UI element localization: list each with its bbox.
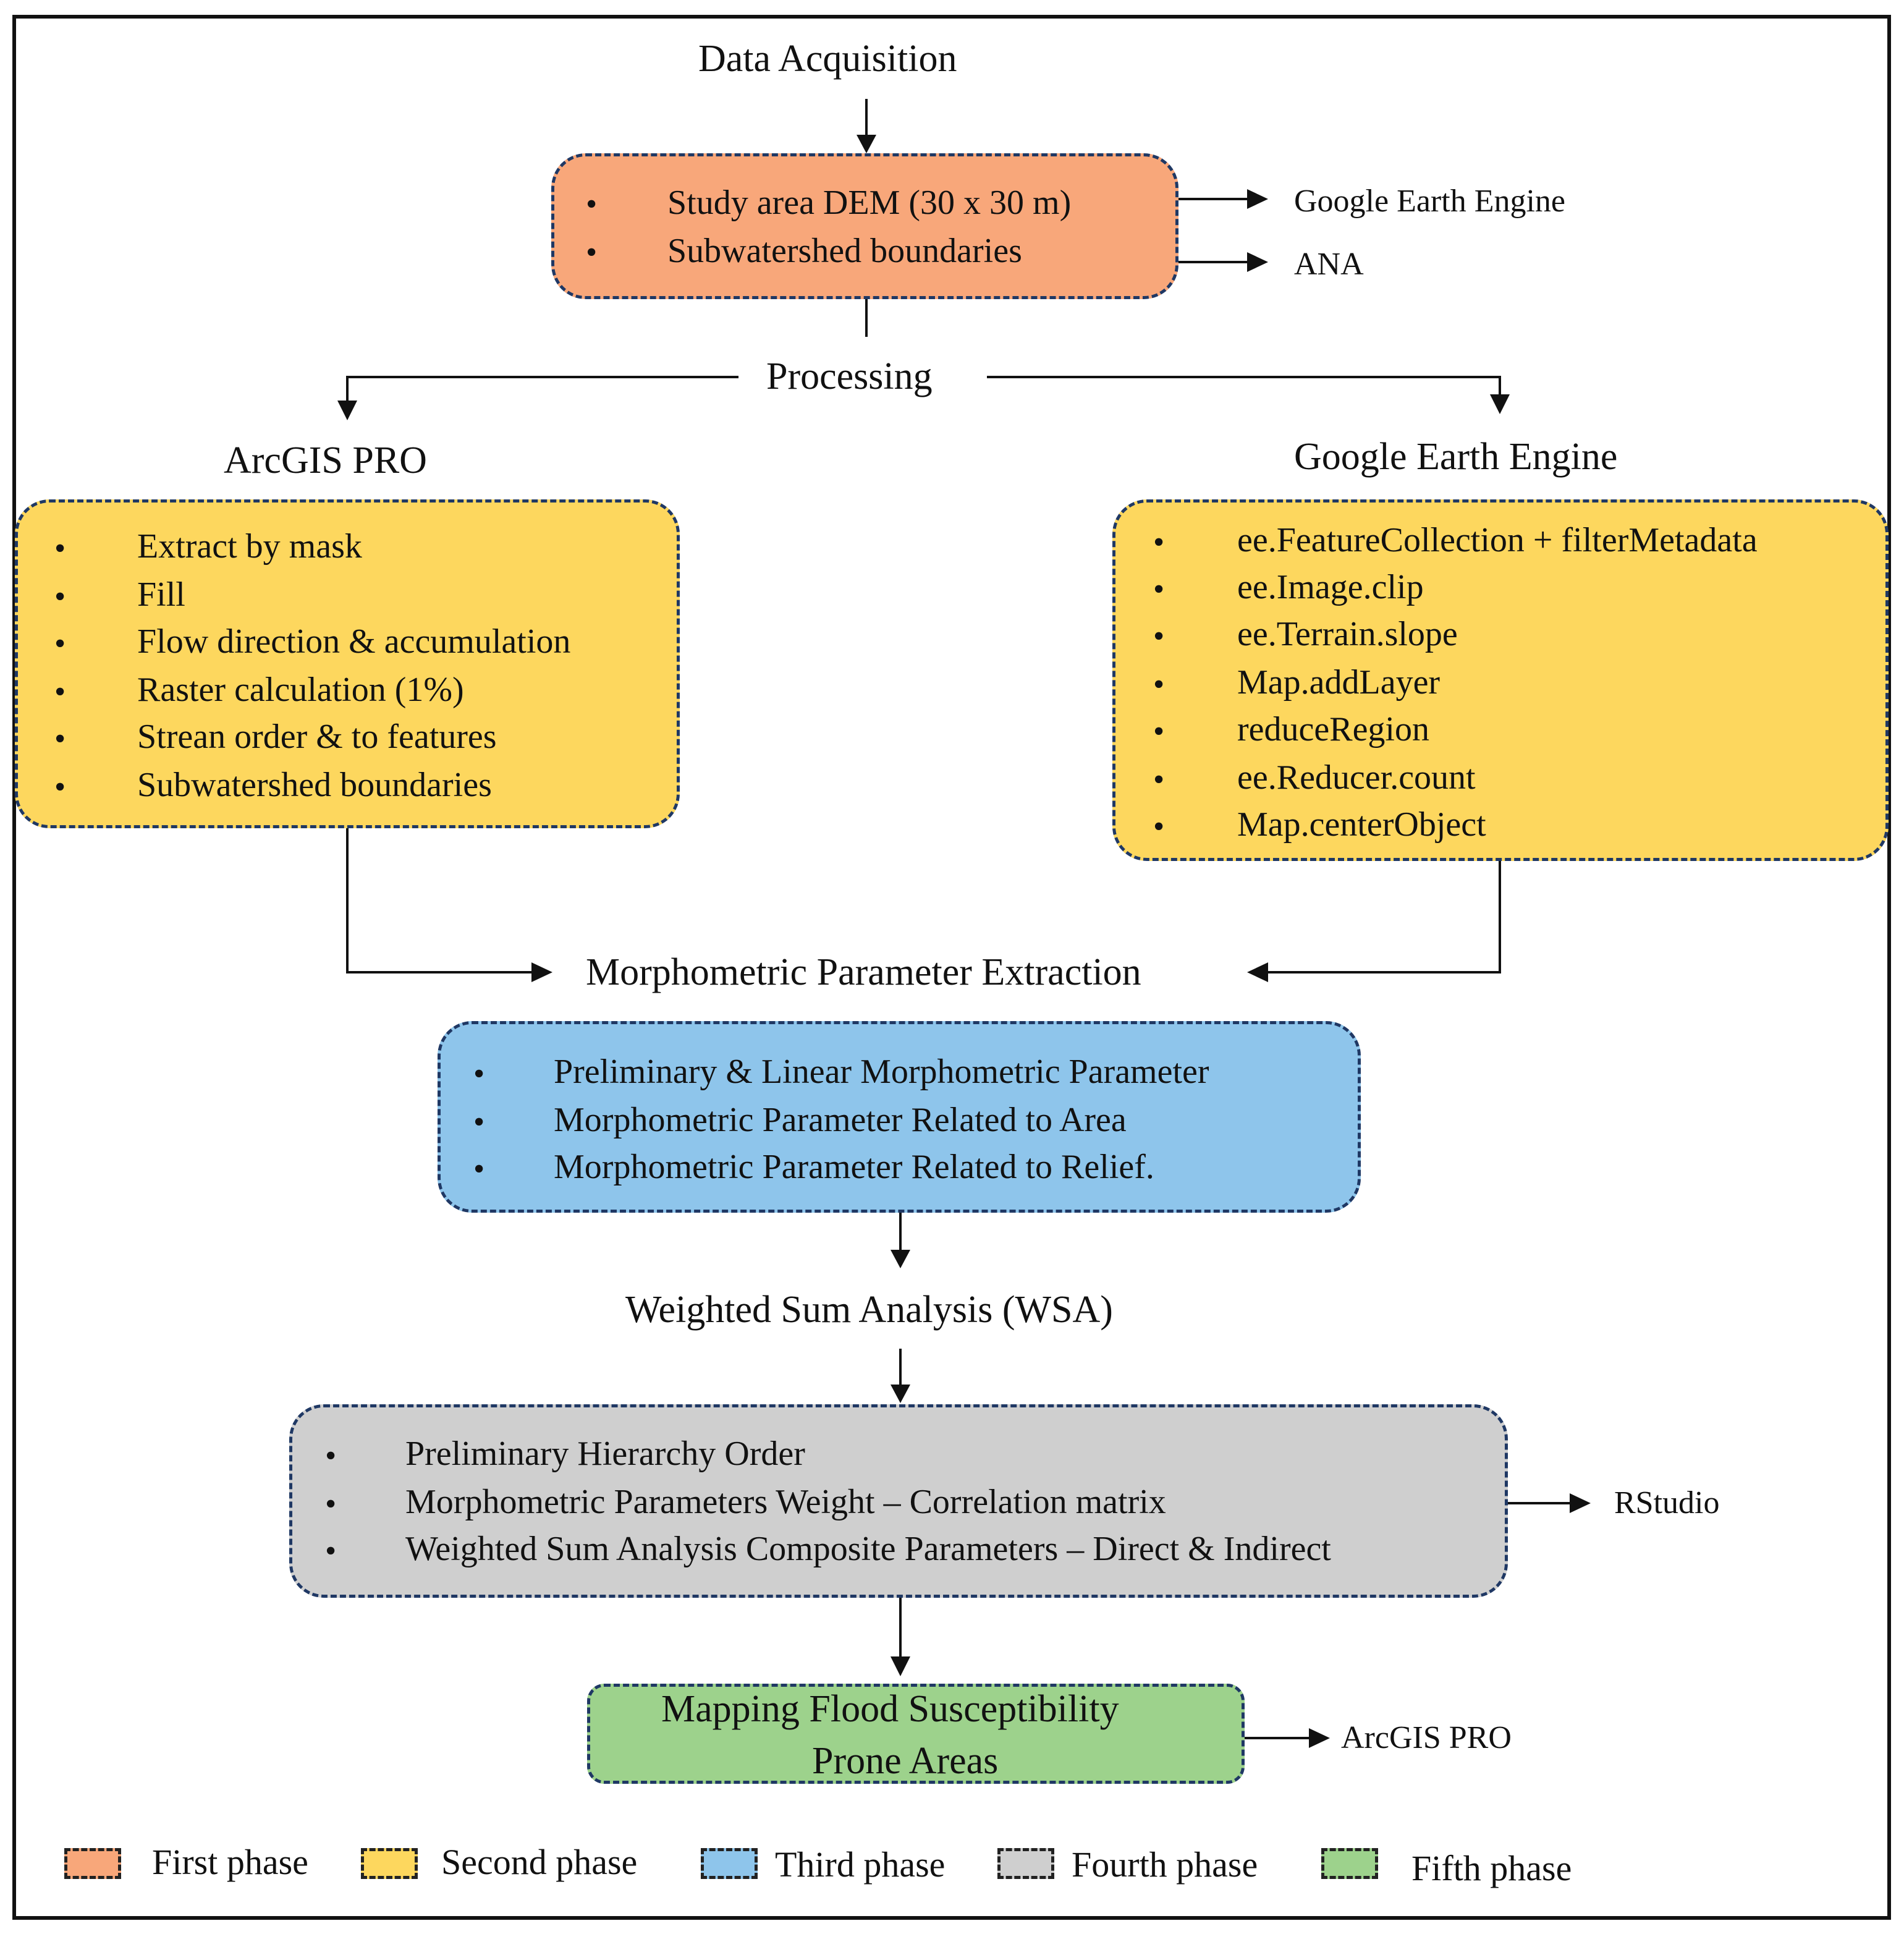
fifth-line-1: Mapping Flood Susceptibility <box>661 1688 1119 1730</box>
bullet: • <box>1153 619 1165 654</box>
stage-data-acquisition: Data Acquisition <box>698 38 957 80</box>
third-item: Preliminary & Linear Morphometric Parame… <box>554 1053 1209 1091</box>
third-phase-box <box>438 1021 1361 1213</box>
arcgis-item: Strean order & to features <box>137 718 497 756</box>
bullet: • <box>325 1438 337 1474</box>
legend-swatch-third <box>701 1848 758 1879</box>
gee-item: Map.addLayer <box>1237 663 1441 702</box>
source-google-earth-engine: Google Earth Engine <box>1294 184 1565 219</box>
legend-swatch-first <box>64 1848 121 1879</box>
first-phase-box <box>551 153 1178 299</box>
arcgis-item: Extract by mask <box>137 527 362 566</box>
branch-left <box>346 376 738 402</box>
gee-item: ee.Image.clip <box>1237 568 1424 606</box>
fourth-item: Weighted Sum Analysis Composite Paramete… <box>405 1530 1331 1568</box>
bullet: • <box>54 531 66 566</box>
arcgis-item: Fill <box>137 575 185 614</box>
gee-item: reduceRegion <box>1237 710 1429 749</box>
bullet: • <box>1153 809 1165 844</box>
legend-label-fourth: Fourth phase <box>1072 1844 1258 1885</box>
gee-item: ee.Reducer.count <box>1237 758 1476 797</box>
legend-label-second: Second phase <box>441 1842 638 1882</box>
tool-rstudio: RStudio <box>1614 1485 1720 1520</box>
stage-processing: Processing <box>766 355 933 397</box>
fifth-line-2: Prone Areas <box>812 1740 999 1782</box>
bullet: • <box>473 1105 485 1140</box>
bullet: • <box>473 1151 485 1187</box>
bullet: • <box>325 1533 337 1569</box>
legend-label-first: First phase <box>152 1842 308 1882</box>
gee-item: ee.Terrain.slope <box>1237 615 1458 653</box>
merge-right <box>1268 861 1501 973</box>
boundaries-item: Subwatershed boundaries <box>667 232 1022 270</box>
arcgis-item: Subwatershed boundaries <box>137 766 492 804</box>
bullet: • <box>54 626 66 661</box>
third-item: Morphometric Parameter Related to Relief… <box>554 1148 1154 1186</box>
bullet: • <box>1153 667 1165 702</box>
gee-item: ee.FeatureCollection + filterMetadata <box>1237 521 1758 559</box>
bullet: • <box>586 187 598 222</box>
legend-swatch-second <box>361 1848 418 1879</box>
bullet: • <box>1153 762 1165 797</box>
bullet: • <box>54 721 66 757</box>
legend-label-fifth: Fifth phase <box>1411 1848 1572 1888</box>
bullet: • <box>1153 525 1165 560</box>
bullet: • <box>54 770 66 805</box>
bullet: • <box>54 674 66 710</box>
bullet: • <box>586 235 598 270</box>
arcgis-title: ArcGIS PRO <box>224 439 427 481</box>
bullet: • <box>1153 572 1165 607</box>
gee-title: Google Earth Engine <box>1294 436 1618 478</box>
tool-arcgis-pro: ArcGIS PRO <box>1341 1720 1512 1755</box>
branch-right <box>987 376 1501 396</box>
arcgis-box <box>15 499 680 828</box>
fifth-phase-box <box>587 1684 1245 1784</box>
legend-swatch-fifth <box>1321 1848 1378 1879</box>
arcgis-item: Raster calculation (1%) <box>137 671 464 709</box>
legend-label-third: Third phase <box>775 1844 946 1885</box>
fourth-phase-box <box>289 1404 1508 1598</box>
outer-frame <box>12 15 1891 1920</box>
gee-box <box>1112 499 1889 861</box>
dem-item: Study area DEM (30 x 30 m) <box>667 184 1072 222</box>
bullet: • <box>325 1487 337 1522</box>
source-ana: ANA <box>1294 247 1364 282</box>
fourth-item: Morphometric Parameters Weight – Correla… <box>405 1483 1166 1521</box>
fourth-item: Preliminary Hierarchy Order <box>405 1435 805 1473</box>
bullet: • <box>473 1056 485 1092</box>
merge-left <box>346 828 531 973</box>
gee-item: Map.centerObject <box>1237 805 1486 844</box>
stage-weighted-sum-analysis: Weighted Sum Analysis (WSA) <box>625 1289 1113 1331</box>
third-item: Morphometric Parameter Related to Area <box>554 1101 1127 1139</box>
arcgis-item: Flow direction & accumulation <box>137 622 571 661</box>
stage-morphometric-extraction: Morphometric Parameter Extraction <box>586 951 1141 993</box>
bullet: • <box>54 579 66 614</box>
legend-swatch-fourth <box>997 1848 1054 1879</box>
bullet: • <box>1153 714 1165 749</box>
